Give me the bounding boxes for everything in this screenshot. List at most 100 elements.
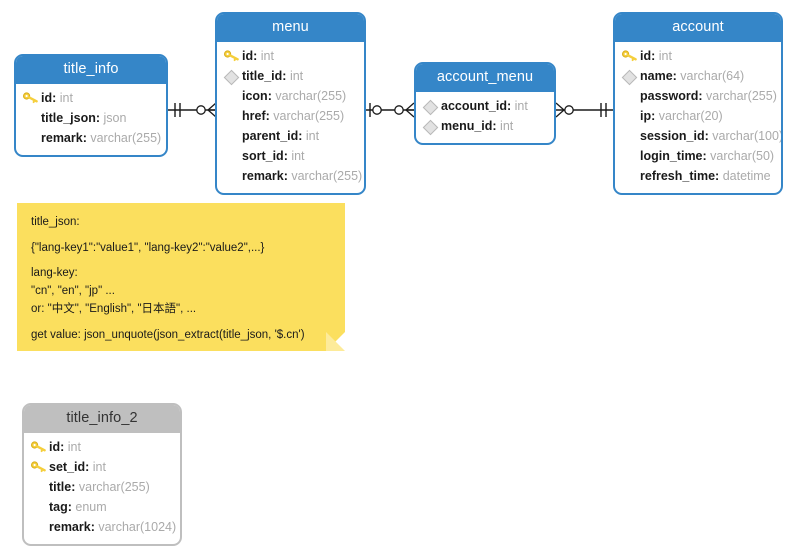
entity-account_menu[interactable]: account_menu account_id: int menu_id: in… [414,62,556,145]
field-name: title [49,479,72,494]
primary-key-icon [30,459,47,475]
field-type: enum [75,499,107,514]
foreign-key-diamond-icon [422,98,439,115]
primary-key-icon [22,90,39,106]
entity-menu[interactable]: menu id: int title_id: int icon: varchar… [215,12,366,195]
entity-title_info_2-name: title_info_2 [24,405,180,433]
field-account-id[interactable]: id: int [621,46,773,66]
note-fold-corner-icon [326,332,345,351]
relationship-menu-account_menu[interactable] [366,100,415,120]
foreign-key-diamond-icon [223,68,240,85]
entity-title_info_2[interactable]: title_info_2 id: int set_id: int title: … [22,403,182,546]
primary-key-icon [30,439,47,455]
field-title_info_2-tag[interactable]: tag: enum [30,497,172,517]
entity-account_menu-name: account_menu [416,64,554,92]
foreign-key-diamond-icon [422,118,439,135]
no-key-icon [223,128,240,144]
field-type: datetime [722,168,771,183]
field-title_info_2-set_id[interactable]: set_id: int [30,457,172,477]
note-line: title_json: [31,216,80,228]
field-type: int [658,48,672,63]
no-key-icon [223,108,240,124]
entity-menu-name: menu [217,14,364,42]
field-title_info_2-id[interactable]: id: int [30,437,172,457]
entity-title_info[interactable]: title_info id: int title_json: json rema… [14,54,168,157]
field-type: int [289,68,304,83]
relationship-title_info-menu[interactable] [168,100,217,120]
field-name: id [49,439,61,454]
field-name: ip [640,108,652,123]
field-type: varchar(255) [275,88,347,103]
field-name: name [640,68,673,83]
no-key-icon [30,479,47,495]
field-type: int [92,459,106,474]
field-account-session_id[interactable]: session_id: varchar(100) [621,126,781,146]
field-name: remark [49,519,91,534]
field-name: id [41,90,53,105]
field-name: id [640,48,652,63]
field-type: varchar(100) [712,128,783,143]
relationship-account_menu-account[interactable] [555,100,614,120]
no-key-icon [22,130,39,146]
no-key-icon [621,148,638,164]
field-account_menu-account_id[interactable]: account_id: int [422,96,546,116]
no-key-icon [621,128,638,144]
note-title-json[interactable]: title_json: {"lang-key1":"value1", "lang… [17,203,345,351]
field-account-login_time[interactable]: login_time: varchar(50) [621,146,775,166]
field-name: href [242,108,266,123]
field-title_info-remark[interactable]: remark: varchar(255) [22,128,162,148]
field-account-password[interactable]: password: varchar(255) [621,86,777,106]
field-account_menu-menu_id[interactable]: menu_id: int [422,116,546,136]
field-menu-parent_id[interactable]: parent_id: int [223,126,356,146]
entity-account-name: account [615,14,781,42]
note-line: or: "中文", "English", "日本語", ... [31,302,197,315]
field-name: icon [242,88,268,103]
field-menu-href[interactable]: href: varchar(255) [223,106,356,126]
field-name: account_id [441,98,507,113]
field-title_info_2-remark[interactable]: remark: varchar(1024) [30,517,176,537]
field-type: int [514,98,528,113]
note-line: lang-key: [31,267,78,280]
field-type: int [291,148,305,163]
field-type: varchar(255) [90,130,162,145]
field-menu-sort_id[interactable]: sort_id: int [223,146,356,166]
entity-account[interactable]: account id: int name: varchar(64) passwo… [613,12,783,195]
entity-account_menu-fields: account_id: int menu_id: int [416,92,554,143]
field-account-refresh_time[interactable]: refresh_time: datetime [621,166,773,186]
field-name: remark [41,130,83,145]
primary-key-icon [223,48,240,64]
no-key-icon [223,148,240,164]
entity-title_info-name: title_info [16,56,166,84]
field-name: menu_id [441,118,493,133]
field-account-ip[interactable]: ip: varchar(20) [621,106,773,126]
field-menu-id[interactable]: id: int [223,46,356,66]
field-account-name[interactable]: name: varchar(64) [621,66,773,86]
primary-key-icon [621,48,638,64]
field-type: varchar(255) [291,168,363,183]
entity-account-fields: id: int name: varchar(64) password: varc… [615,42,781,193]
field-menu-remark[interactable]: remark: varchar(255) [223,166,362,186]
field-type: int [305,128,320,143]
field-menu-title_id[interactable]: title_id: int [223,66,356,86]
field-title_info_2-title[interactable]: title: varchar(255) [30,477,172,497]
no-key-icon [223,88,240,104]
field-name: session_id [640,128,705,143]
field-type: int [500,118,514,133]
field-title_info-title_json[interactable]: title_json: json [22,108,158,128]
no-key-icon [621,168,638,184]
field-type: varchar(255) [706,88,777,103]
no-key-icon [22,110,39,126]
field-type: varchar(20) [658,108,723,123]
field-name: set_id [49,459,86,474]
field-name: tag [49,499,68,514]
field-name: title_id [242,68,283,83]
no-key-icon [30,499,47,515]
no-key-icon [621,88,638,104]
field-name: title_json [41,110,96,125]
field-type: int [260,48,274,63]
note-line: "cn", "en", "jp" ... [31,285,115,298]
field-type: varchar(64) [680,68,745,83]
field-type: varchar(50) [710,148,775,163]
field-menu-icon[interactable]: icon: varchar(255) [223,86,356,106]
field-title_info-id[interactable]: id: int [22,88,158,108]
